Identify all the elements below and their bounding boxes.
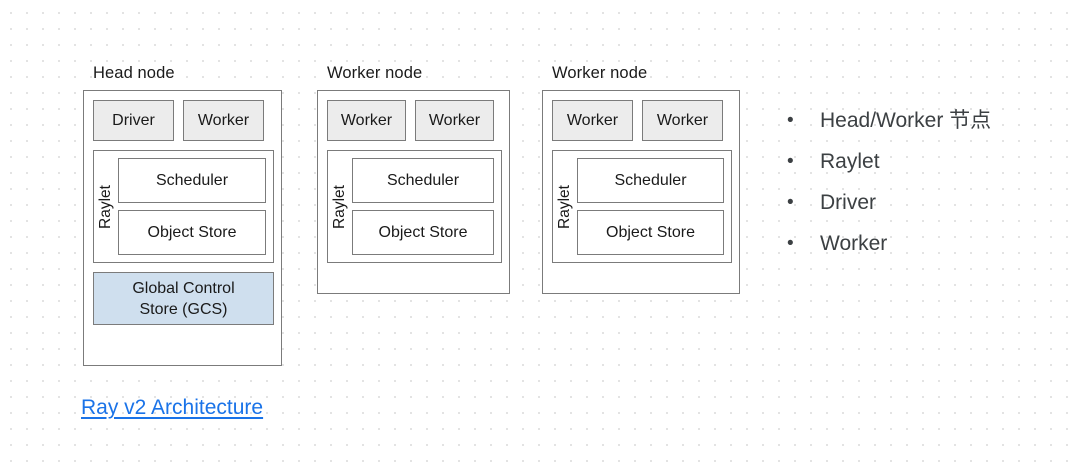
raylet-label-head: Raylet (94, 151, 118, 262)
process-box-worker-1a[interactable]: Worker (327, 100, 406, 141)
raylet-box-worker-1: Raylet Scheduler Object Store (327, 150, 502, 263)
raylet-label-worker-1: Raylet (328, 151, 352, 262)
bullet-marker-icon: • (787, 192, 794, 213)
scheduler-box-head[interactable]: Scheduler (118, 158, 266, 203)
process-box-driver[interactable]: Driver (93, 100, 174, 141)
process-row-worker-2: Worker Worker (552, 100, 723, 141)
process-box-worker-2a[interactable]: Worker (552, 100, 633, 141)
bullet-label-2: Driver (820, 191, 876, 214)
raylet-components-worker-2: Scheduler Object Store (577, 151, 731, 262)
raylet-box-head: Raylet Scheduler Object Store (93, 150, 274, 263)
gcs-label: Global Control Store (GCS) (132, 278, 234, 320)
object-store-box-worker-1[interactable]: Object Store (352, 210, 494, 255)
node-box-worker-2: Worker Worker Raylet Scheduler Object St… (542, 90, 740, 294)
scheduler-box-worker-1[interactable]: Scheduler (352, 158, 494, 203)
bullet-label-1: Raylet (820, 150, 880, 173)
raylet-components-head: Scheduler Object Store (118, 151, 273, 262)
gcs-box[interactable]: Global Control Store (GCS) (93, 272, 274, 325)
process-box-worker[interactable]: Worker (183, 100, 264, 141)
process-row-head: Driver Worker (93, 100, 264, 141)
object-store-box-head[interactable]: Object Store (118, 210, 266, 255)
list-item: • Raylet (783, 147, 1073, 188)
node-label-head: Head node (93, 64, 175, 82)
node-box-worker-1: Worker Worker Raylet Scheduler Object St… (317, 90, 510, 294)
list-item: • Head/Worker 节点 (783, 106, 1073, 147)
node-box-head: Driver Worker Raylet Scheduler Object St… (83, 90, 282, 366)
raylet-label-text-worker-1: Raylet (331, 184, 348, 229)
bullet-label-0: Head/Worker 节点 (820, 109, 992, 132)
raylet-label-text-worker-2: Raylet (556, 184, 573, 229)
raylet-label-text-head: Raylet (97, 184, 114, 229)
bullet-marker-icon: • (787, 110, 794, 131)
process-box-worker-1b[interactable]: Worker (415, 100, 494, 141)
object-store-box-worker-2[interactable]: Object Store (577, 210, 724, 255)
ray-architecture-link[interactable]: Ray v2 Architecture (81, 396, 264, 419)
bullet-marker-icon: • (787, 233, 794, 254)
gcs-label-line2: Store (GCS) (139, 300, 228, 318)
process-box-worker-2b[interactable]: Worker (642, 100, 723, 141)
bullet-list: • Head/Worker 节点 • Raylet • Driver • Wor… (783, 106, 1073, 270)
raylet-box-worker-2: Raylet Scheduler Object Store (552, 150, 732, 263)
gcs-label-line1: Global Control (132, 279, 235, 297)
process-row-worker-1: Worker Worker (327, 100, 494, 141)
list-item: • Worker (783, 229, 1073, 270)
bullet-label-3: Worker (820, 232, 888, 255)
raylet-components-worker-1: Scheduler Object Store (352, 151, 501, 262)
node-label-worker-2: Worker node (552, 64, 648, 82)
bullet-marker-icon: • (787, 151, 794, 172)
scheduler-box-worker-2[interactable]: Scheduler (577, 158, 724, 203)
node-label-worker-1: Worker node (327, 64, 423, 82)
raylet-label-worker-2: Raylet (553, 151, 577, 262)
list-item: • Driver (783, 188, 1073, 229)
